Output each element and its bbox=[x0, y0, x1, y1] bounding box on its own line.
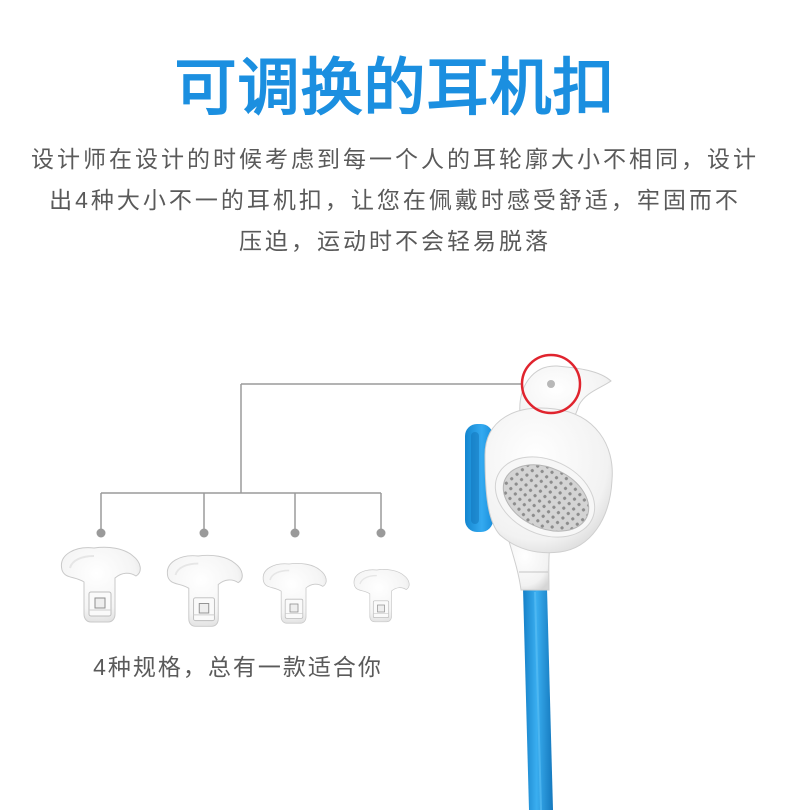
page-title: 可调换的耳机扣 bbox=[174, 54, 616, 123]
sizes-caption: 4种规格，总有一款适合你 bbox=[93, 654, 383, 680]
earphone bbox=[465, 365, 613, 810]
ear-tip-size-4 bbox=[353, 568, 410, 623]
description-line-2: 出4种大小不一的耳机扣，让您在佩戴时感受舒适，牢固而不 bbox=[49, 187, 741, 213]
connector-dot-4 bbox=[376, 528, 386, 538]
description: 设计师在设计的时候考虑到每一个人的耳轮廓大小不相同，设计 出4种大小不一的耳机扣… bbox=[0, 139, 790, 262]
highlight-circle bbox=[520, 353, 582, 415]
ear-tip-size-3 bbox=[262, 562, 328, 625]
ear-tip-size-2 bbox=[166, 554, 244, 628]
connector-dot-2 bbox=[199, 528, 209, 538]
connector-dot-3 bbox=[290, 528, 300, 538]
description-line-1: 设计师在设计的时候考虑到每一个人的耳轮廓大小不相同，设计 bbox=[31, 146, 759, 172]
ear-tip-size-1 bbox=[60, 546, 142, 623]
description-line-3: 压迫，运动时不会轻易脱落 bbox=[239, 228, 551, 254]
connector-dots bbox=[96, 528, 386, 538]
connector-dot-1 bbox=[96, 528, 106, 538]
ear-hook-dot bbox=[547, 380, 555, 388]
earphone-speaker-grille bbox=[502, 464, 590, 532]
connector-lines bbox=[100, 383, 522, 533]
